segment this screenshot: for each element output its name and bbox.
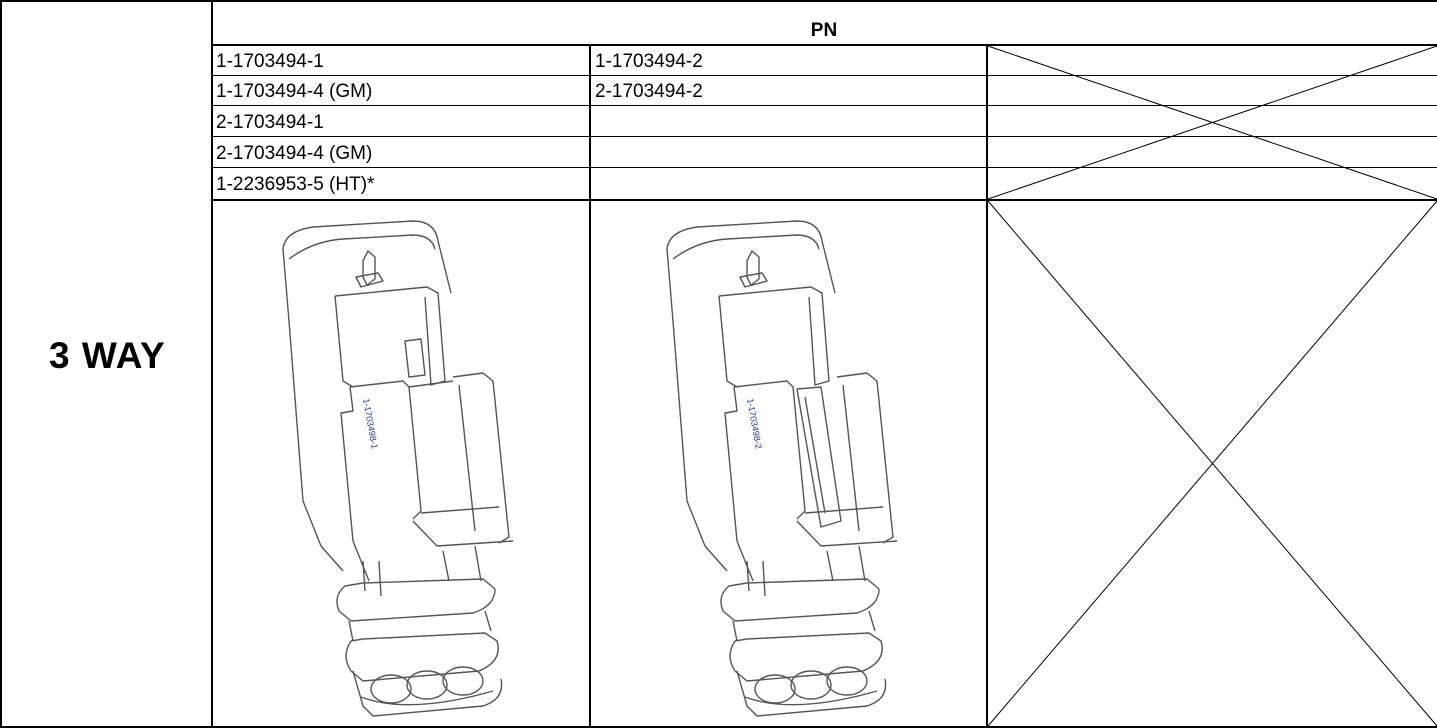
row-label-3-way: 3 WAY bbox=[49, 335, 166, 376]
pn-cell: 1-1703494-4 (GM) bbox=[216, 81, 373, 102]
table-left-border bbox=[0, 0, 2, 728]
pn-cell: 2-1703494-2 bbox=[595, 81, 703, 102]
text-rows-bottom-border bbox=[211, 199, 1437, 201]
pn-cell: 2-1703494-1 bbox=[216, 112, 324, 133]
row-divider bbox=[211, 136, 1437, 137]
header-bottom-border bbox=[211, 44, 1437, 46]
column-divider-2 bbox=[986, 44, 988, 728]
pn-header: PN bbox=[810, 20, 838, 41]
connector-drawing-1: 1-1703498-1 bbox=[282, 220, 514, 717]
empty-cell-cross bbox=[987, 45, 1437, 200]
pn-cell: 1-1703494-2 bbox=[595, 51, 703, 72]
column-divider-label bbox=[211, 0, 213, 728]
row-divider bbox=[211, 75, 1437, 76]
table-top-border bbox=[0, 0, 1437, 2]
pn-cell: 1-1703494-1 bbox=[216, 51, 324, 72]
row-divider bbox=[211, 167, 1437, 168]
pn-cell: 1-2236953-5 (HT)* bbox=[216, 174, 375, 195]
connector-drawing-2: 1-1703498-2 bbox=[666, 220, 898, 717]
empty-cell-cross bbox=[987, 200, 1437, 727]
part-imprint-2: 1-1703498-2 bbox=[745, 398, 764, 450]
row-divider bbox=[211, 105, 1437, 106]
pn-cell: 2-1703494-4 (GM) bbox=[216, 143, 373, 164]
column-divider-1 bbox=[589, 44, 591, 728]
part-imprint-1: 1-1703498-1 bbox=[361, 398, 380, 450]
table-bottom-border bbox=[0, 726, 1437, 728]
